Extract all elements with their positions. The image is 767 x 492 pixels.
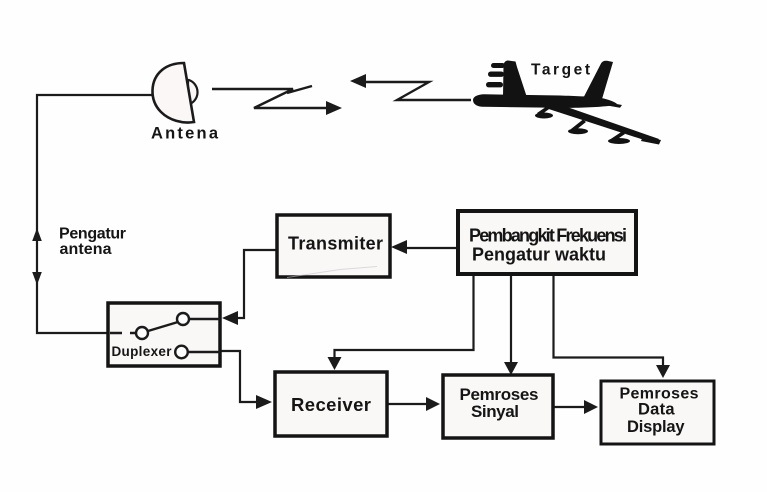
svg-text:Pemroses: Pemroses xyxy=(460,385,539,404)
svg-text:Target: Target xyxy=(531,62,590,79)
svg-text:Display: Display xyxy=(627,418,685,436)
svg-text:Duplexer: Duplexer xyxy=(112,344,173,359)
svg-text:Data: Data xyxy=(638,400,675,418)
svg-text:Transmiter: Transmiter xyxy=(288,234,383,254)
svg-text:Antena: Antena xyxy=(151,124,219,142)
svg-text:Receiver: Receiver xyxy=(291,394,371,415)
svg-text:Pengatur: Pengatur xyxy=(59,226,126,243)
svg-text:Sinyal: Sinyal xyxy=(471,402,519,421)
svg-text:Pembangkit Frekuensi: Pembangkit Frekuensi xyxy=(469,226,627,246)
svg-text:antena: antena xyxy=(60,241,112,258)
svg-text:Pengatur waktu: Pengatur waktu xyxy=(472,245,606,265)
svg-text:Pemroses: Pemroses xyxy=(620,386,699,403)
